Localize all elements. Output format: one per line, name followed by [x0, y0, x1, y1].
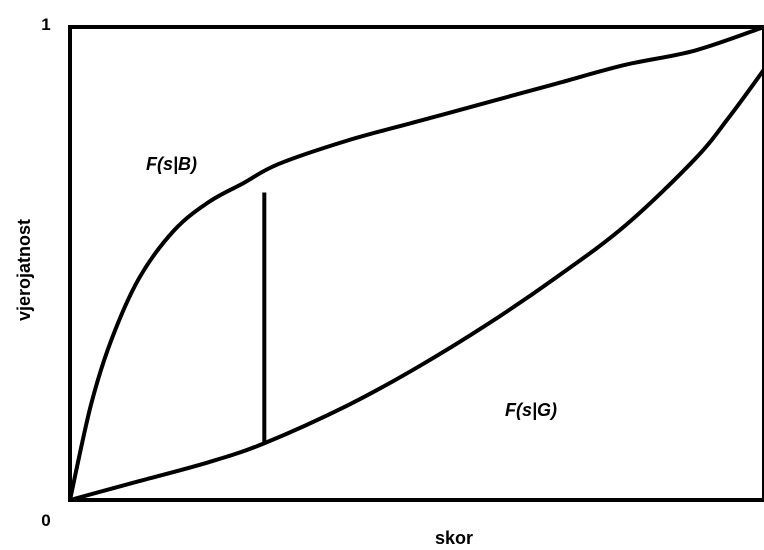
plot-frame [68, 25, 764, 502]
curves [68, 25, 764, 502]
y-axis-label: vjerojatnost [14, 219, 34, 321]
y-tick-label-bottom: 0 [41, 511, 50, 530]
series-line-g [68, 67, 764, 502]
series-line-b [68, 25, 764, 502]
x-axis-label: skor [435, 528, 473, 548]
series-label-b: F(s|B) [146, 154, 197, 174]
y-tick-label-top: 1 [41, 15, 50, 34]
series-label-g: F(s|G) [505, 400, 557, 420]
